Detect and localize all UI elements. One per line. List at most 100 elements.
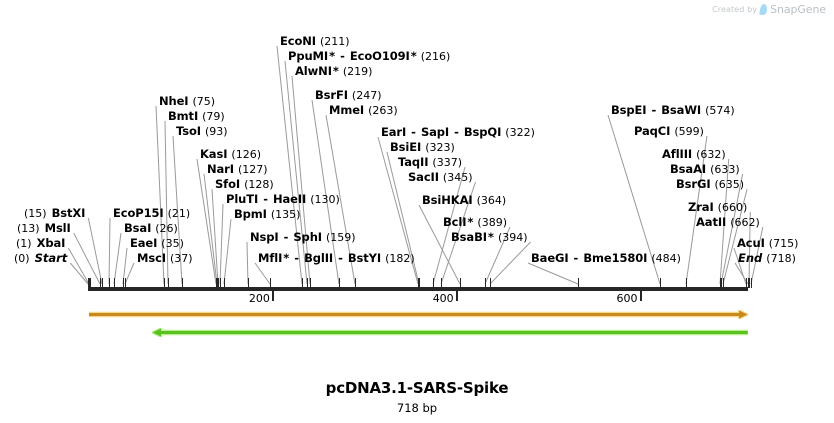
enzyme-site-label[interactable]: BsiEI(323) [390,141,455,154]
cut-site-tick [309,278,311,288]
enzyme-site-label[interactable]: (0)Start [14,252,67,265]
enzyme-site-label[interactable]: EcoP15I(21) [113,207,190,220]
sequence-length-label: 718 bp [396,401,438,415]
ruler-tick-label: 400 [432,292,454,305]
enzyme-cut-position: (135) [270,208,301,221]
enzyme-name-separator: - [334,251,347,265]
enzyme-site-label[interactable]: BaeGI - Bme1580I(484) [531,252,681,265]
enzyme-cut-position: (635) [714,178,745,191]
cds-feature[interactable] [152,328,748,337]
enzyme-site-label[interactable]: AflIII(632) [662,148,726,161]
enzyme-name: SphI [293,230,322,244]
enzyme-cut-position: (21) [167,207,191,220]
enzyme-site-label[interactable]: End(718) [738,252,796,265]
enzyme-site-label[interactable]: (13)MslI [17,222,71,235]
promoter-feature[interactable] [88,310,748,319]
enzyme-site-label[interactable]: MscI(37) [137,252,193,265]
enzyme-name-separator: - [569,251,583,265]
enzyme-cut-position: (394) [497,231,528,244]
enzyme-cut-position: (389) [477,216,508,229]
enzyme-site-label[interactable]: SacII(345) [408,171,473,184]
enzyme-name: AflIII [662,147,693,161]
enzyme-name: EaeI [130,236,158,250]
enzyme-name: MflI [258,251,283,265]
enzyme-site-label[interactable]: BsiHKAI(364) [422,194,506,207]
enzyme-site-label[interactable]: PluTI - HaeII(130) [226,193,340,206]
enzyme-name: BsaAI [670,162,707,176]
enzyme-site-label[interactable]: SfoI(128) [215,178,274,191]
enzyme-site-label[interactable]: AlwNI*(219) [295,65,372,78]
cut-site-tick [747,278,749,288]
enzyme-cut-position: (574) [705,104,735,117]
enzyme-cut-position: (13) [17,222,40,235]
cut-site-tick [719,278,721,288]
enzyme-site-label[interactable]: NheI(75) [159,95,215,108]
enzyme-site-label[interactable]: BclI*(389) [443,216,507,229]
cut-site-tick [99,278,101,288]
enzyme-cut-position: (0) [14,252,30,265]
methylation-asterisk: * [410,49,417,63]
enzyme-name: BstXI [51,206,86,220]
cut-site-tick [88,278,90,288]
enzyme-name: Bme1580I [583,251,648,265]
enzyme-cut-position: (484) [651,252,681,265]
enzyme-site-label[interactable]: EcoNI(211) [280,35,350,48]
enzyme-site-label[interactable]: BsaAI(633) [670,163,740,176]
enzyme-cut-position: (126) [231,148,261,161]
enzyme-site-label[interactable]: BsrFI(247) [315,89,382,102]
cut-site-tick [750,278,752,288]
enzyme-site-label[interactable]: BspEI - BsaWI(574) [611,104,735,117]
enzyme-site-label[interactable]: BsaBI*(394) [451,231,528,244]
enzyme-site-label[interactable]: BpmI(135) [234,208,300,221]
enzyme-cut-position: (130) [310,193,340,206]
enzyme-name: BsaWI [661,103,702,117]
enzyme-name-separator: - [336,49,349,63]
enzyme-name: BaeGI [531,251,569,265]
enzyme-site-label[interactable]: PpuMI* - EcoO109I*(216) [288,50,450,63]
cut-site-tick [440,278,442,288]
cut-site-tick [113,278,115,288]
cut-site-tick [216,278,218,288]
enzyme-label-layer: (0)Start (1)XbaI (13)MslI (15)BstXI MscI(37)… [14,35,798,265]
enzyme-site-label[interactable]: TaqII(337) [398,156,462,169]
enzyme-site-label[interactable]: BsrGI(635) [676,178,744,191]
enzyme-site-label[interactable]: NspI - SphI(159) [250,231,356,244]
cut-site-tick [89,278,91,288]
enzyme-cut-position: (660) [717,201,748,214]
enzyme-cut-position: (93) [204,125,228,138]
enzyme-site-label[interactable]: (15)BstXI [24,207,85,220]
sequence-terminus-label: End [738,251,763,265]
enzyme-site-label[interactable]: PaqCI(599) [634,125,704,138]
enzyme-site-label[interactable]: (1)XbaI [16,237,65,250]
ruler-tick-label: 200 [248,292,270,305]
cut-site-tick [223,278,225,288]
enzyme-site-label[interactable]: MmeI(263) [329,104,398,117]
cut-site-tick [219,278,221,288]
enzyme-name: SacII [408,170,439,184]
enzyme-name: EarI [381,125,407,139]
enzyme-name: EcoNI [280,34,316,48]
cut-site-tick [215,278,217,288]
enzyme-name: BspEI [611,103,647,117]
cut-site-tick [269,278,271,288]
enzyme-site-label[interactable]: BsaI(26) [124,222,178,235]
enzyme-site-label[interactable]: BmtI(79) [168,110,225,123]
enzyme-site-label[interactable]: TsoI(93) [176,125,228,138]
enzyme-site-label[interactable]: EarI - SapI - BspQI(322) [381,126,535,139]
enzyme-site-label[interactable]: AcuI(715) [737,237,798,250]
cut-site-tick [87,278,89,288]
methylation-asterisk: * [283,251,290,265]
enzyme-name: BclI [443,215,467,229]
ruler-tick-mark [639,291,642,301]
enzyme-site-label[interactable]: AatII(662) [696,216,760,229]
cut-site-tick [685,278,687,288]
enzyme-site-label[interactable]: MflI* - BglII - BstYI(182) [258,252,415,265]
enzyme-site-label[interactable]: EaeI(35) [130,237,184,250]
enzyme-site-label[interactable]: ZraI(660) [688,201,747,214]
enzyme-site-label[interactable]: NarI(127) [207,163,268,176]
cut-site-tick [124,278,126,288]
enzyme-site-label[interactable]: KasI(126) [200,148,261,161]
map-title-block: pcDNA3.1-SARS-Spike 718 bp [0,379,834,415]
enzyme-name-separator: - [290,251,304,265]
enzyme-name: MmeI [329,103,365,117]
